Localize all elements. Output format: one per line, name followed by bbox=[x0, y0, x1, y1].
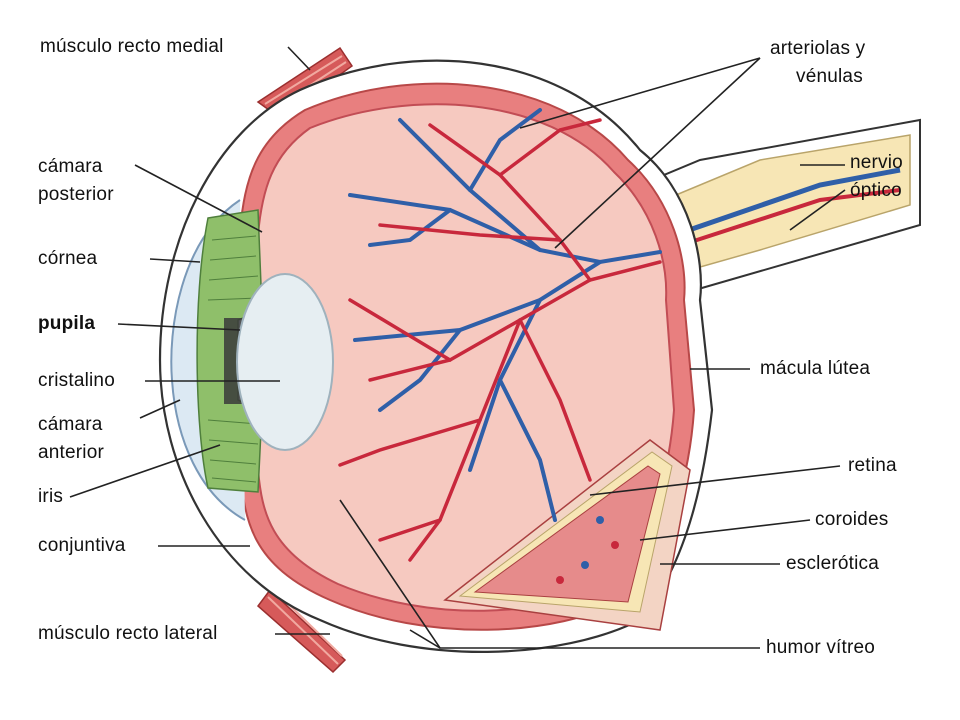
label-iris: iris bbox=[38, 486, 64, 507]
label-macula-lutea: mácula lútea bbox=[760, 358, 871, 379]
label-arteriolas-2: vénulas bbox=[796, 66, 863, 87]
lens bbox=[236, 273, 334, 451]
label-cristalino: cristalino bbox=[38, 370, 115, 391]
label-camara-posterior-1: cámara bbox=[38, 156, 103, 177]
label-camara-posterior-2: posterior bbox=[38, 184, 114, 205]
retinal-arteries bbox=[338, 118, 662, 562]
label-musculo-recto-lateral: músculo recto lateral bbox=[38, 623, 218, 644]
optic-nerve bbox=[626, 118, 921, 302]
label-cornea: córnea bbox=[38, 248, 98, 269]
label-camara-anterior-2: anterior bbox=[38, 442, 105, 463]
label-nervio-2: óptico bbox=[850, 180, 902, 201]
muscle-recto-lateral bbox=[256, 588, 347, 674]
leader-lines bbox=[69, 46, 846, 649]
label-camara-anterior-1: cámara bbox=[38, 414, 103, 435]
label-pupila: pupila bbox=[38, 313, 96, 334]
label-conjuntiva: conjuntiva bbox=[38, 535, 126, 556]
label-musculo-recto-medial: músculo recto medial bbox=[40, 36, 224, 57]
label-retina: retina bbox=[848, 455, 897, 476]
label-coroides: coroides bbox=[815, 509, 889, 530]
label-humor-vitreo: humor vítreo bbox=[766, 637, 876, 658]
label-esclerotica: esclerótica bbox=[786, 553, 880, 574]
label-nervio-1: nervio bbox=[850, 152, 903, 173]
label-arteriolas-1: arteriolas y bbox=[770, 38, 866, 59]
